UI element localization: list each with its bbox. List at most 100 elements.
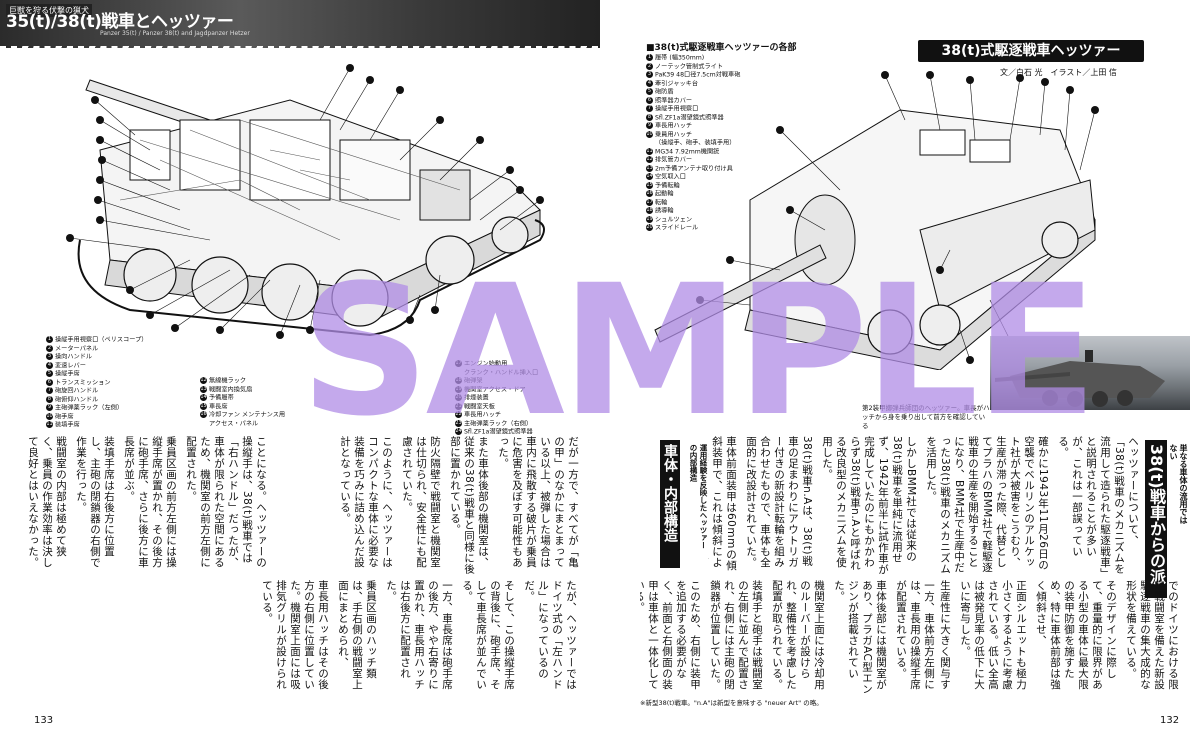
callout-label: 車長用ハッチ bbox=[655, 122, 693, 130]
photo-tank-silhouette bbox=[995, 350, 1165, 407]
text-paragraph: 38(t)戦車n.Aは、38(t)戦車の足まわりにアウトリガー付きの新設計転輪を… bbox=[745, 436, 813, 568]
callout-number: 4 bbox=[646, 79, 653, 87]
callout-label: 履帯 (幅350mm) bbox=[655, 54, 705, 62]
legend-item: アクセス・パネル bbox=[200, 420, 285, 429]
callout-label: 予備履帯 bbox=[209, 394, 234, 402]
callout-number: 14 bbox=[200, 394, 207, 401]
callout-label: 操向ハンドル bbox=[55, 353, 93, 361]
right-page: 132 bbox=[600, 0, 1200, 734]
article-title: 38(t)式駆逐戦車ヘッツァー bbox=[941, 43, 1121, 59]
callout-number: 19 bbox=[455, 385, 462, 393]
text-paragraph: 防火隔壁で戦闘室と機関室は仕切られ、安全性にも配慮されていた。 bbox=[401, 436, 441, 568]
text-paragraph: でのドイツにおける限定戦闘室を備えた新設駆逐戦車の集大成的な形状を備えている。 bbox=[1125, 580, 1179, 690]
callout-label: クランク・ハンドル挿入口 bbox=[464, 369, 539, 376]
callout-number: 11 bbox=[46, 421, 53, 428]
article-title-bar: 38(t)式駆逐戦車ヘッツァー bbox=[918, 40, 1144, 62]
page-number-right: 132 bbox=[1160, 715, 1180, 726]
callout-number: 12 bbox=[200, 377, 207, 384]
right-text-block-b: でのドイツにおける限定戦闘室を備えた新設駆逐戦車の集大成的な形状を備えている。そ… bbox=[940, 580, 1180, 695]
legend-item: クランク・ハンドル挿入口 bbox=[455, 369, 538, 378]
callout-label: 変速レバー bbox=[55, 362, 86, 369]
text-paragraph: 装填手と砲手は戦闘室の左側に並んで配置され、右側には主砲の閉鎖器が位置していた。 bbox=[709, 580, 763, 690]
callout-number: 7 bbox=[46, 387, 53, 394]
callout-number: 5 bbox=[46, 370, 53, 377]
left-text-block-b: だが一方で、すべてが「亀の甲」のなかにまとまっている以上、被弾した場合は車内に飛… bbox=[280, 436, 580, 576]
callout-label: 排気管カバー bbox=[655, 156, 693, 164]
callout-number: 7 bbox=[646, 105, 653, 112]
text-paragraph: 乗員区画のハッチ類は、手右側の戦闘室上面にまとめられ、 bbox=[337, 580, 377, 690]
callout-label: 砲旋回ハンドル bbox=[55, 387, 99, 395]
text-paragraph: このように、ヘッツァーはコンパクトな車体に必要な装備を巧みに詰め込んだ設計となっ… bbox=[339, 436, 393, 568]
text-paragraph: また車体後部の機関室は、従来の38(t)戦車と同様に後部に置かれている。 bbox=[449, 436, 489, 575]
exterior-tank-illustration bbox=[654, 71, 1099, 370]
callout-number: 20 bbox=[646, 224, 653, 231]
article-credit: 文／白石 光 イラスト／上田 信 bbox=[1000, 68, 1117, 77]
callout-number: 5 bbox=[646, 88, 653, 95]
callout-label: 排煙装置 bbox=[464, 394, 489, 402]
callout-label: PaK39 48口径7.5cm対戦車砲 bbox=[655, 71, 741, 79]
section-heading-small: 運用経験を反映したヘッツァーの内部構造 bbox=[689, 444, 708, 549]
section-heading: 車体・内部構造 bbox=[660, 440, 680, 568]
callout-label: 戦闘室天板 bbox=[464, 403, 495, 410]
callout-label: 車長用ハッチ bbox=[464, 411, 502, 419]
callout-label: 転輪 bbox=[655, 199, 668, 206]
text-paragraph: 正面シルエットも極力小さくするように考慮されている。低い全高は被発見率の低下に大… bbox=[959, 580, 1027, 690]
text-paragraph: 一方、車長席は砲手席の後方、やや右寄りに置かれ、車長用ハッチは右後方に配置された… bbox=[385, 580, 453, 690]
callout-label: 冷却ファン メンテナンス用 bbox=[209, 411, 286, 419]
callout-label: 空気取入口 bbox=[655, 173, 686, 181]
callout-label: 主砲弾薬ラック（左側） bbox=[55, 404, 124, 412]
callout-label: 車長席 bbox=[209, 403, 228, 410]
hetzer-photo bbox=[990, 336, 1190, 410]
callout-label: 砲弾架 bbox=[464, 377, 483, 385]
callout-number: 1 bbox=[646, 54, 653, 61]
text-paragraph: だが一方で、すべてが「亀の甲」のなかにまとまっている以上、被弾した場合は車内に飛… bbox=[497, 436, 579, 568]
callout-label: メーターパネル bbox=[55, 345, 99, 352]
text-paragraph: ことになる。ヘッツァーの操縦手は、38(t)戦車では「右ハンドル」だったが、車体… bbox=[185, 436, 267, 568]
text-paragraph: ヘッツァーについて、「38(t)戦車のメカニズムを流用して造られた駆逐戦車」と説… bbox=[1057, 436, 1139, 575]
callout-label: 誘導輪 bbox=[655, 207, 674, 215]
text-paragraph: 生産性に大きく関与する問題として、全体の溶接構造の簡略化が図られ、 bbox=[940, 580, 951, 690]
callout-number: 8 bbox=[46, 395, 53, 403]
left-text-block-c: たが、ヘッツァーではドイツ式の「左ハンドル」になっているのだ。そして、この操縦手… bbox=[28, 580, 578, 698]
text-paragraph: 機関室上面には冷却用のルーバーが設けられ、整備性を考慮した配置が取られている。 bbox=[771, 580, 825, 690]
callout-number: 8 bbox=[646, 113, 653, 121]
text-paragraph: たが、ヘッツァーではドイツ式の「左ハンドル」になっているのだ。 bbox=[523, 580, 577, 690]
callout-number: 10 bbox=[46, 412, 53, 420]
photo-caption: 第2装甲擲弾兵師団のヘッツァー。車長がハッチから身を乗り出して前方を確認している bbox=[862, 404, 990, 430]
callout-number: 21 bbox=[455, 402, 462, 410]
callout-number: 24 bbox=[455, 428, 462, 435]
callout-number: 2 bbox=[646, 62, 653, 70]
series-subtitle: Panzer 35(t) / Panzer 38(t) and Jagdpanz… bbox=[100, 30, 250, 37]
series-label: 巨獣を狩る伏撃の猟犬 bbox=[6, 4, 92, 17]
callout-number: 16 bbox=[200, 411, 207, 418]
callout-number: 6 bbox=[646, 96, 653, 104]
callout-label: 装填手席 bbox=[55, 421, 80, 429]
callout-label: （操縦手、砲手、装填手用） bbox=[655, 139, 736, 147]
callout-number: 15 bbox=[200, 402, 207, 410]
callout-number: 16 bbox=[646, 190, 653, 197]
text-paragraph: 車体後部には機関室があり、プラガAC型エンジンが搭載されていた。 bbox=[833, 580, 887, 695]
callout-label: アクセス・パネル bbox=[209, 420, 259, 427]
